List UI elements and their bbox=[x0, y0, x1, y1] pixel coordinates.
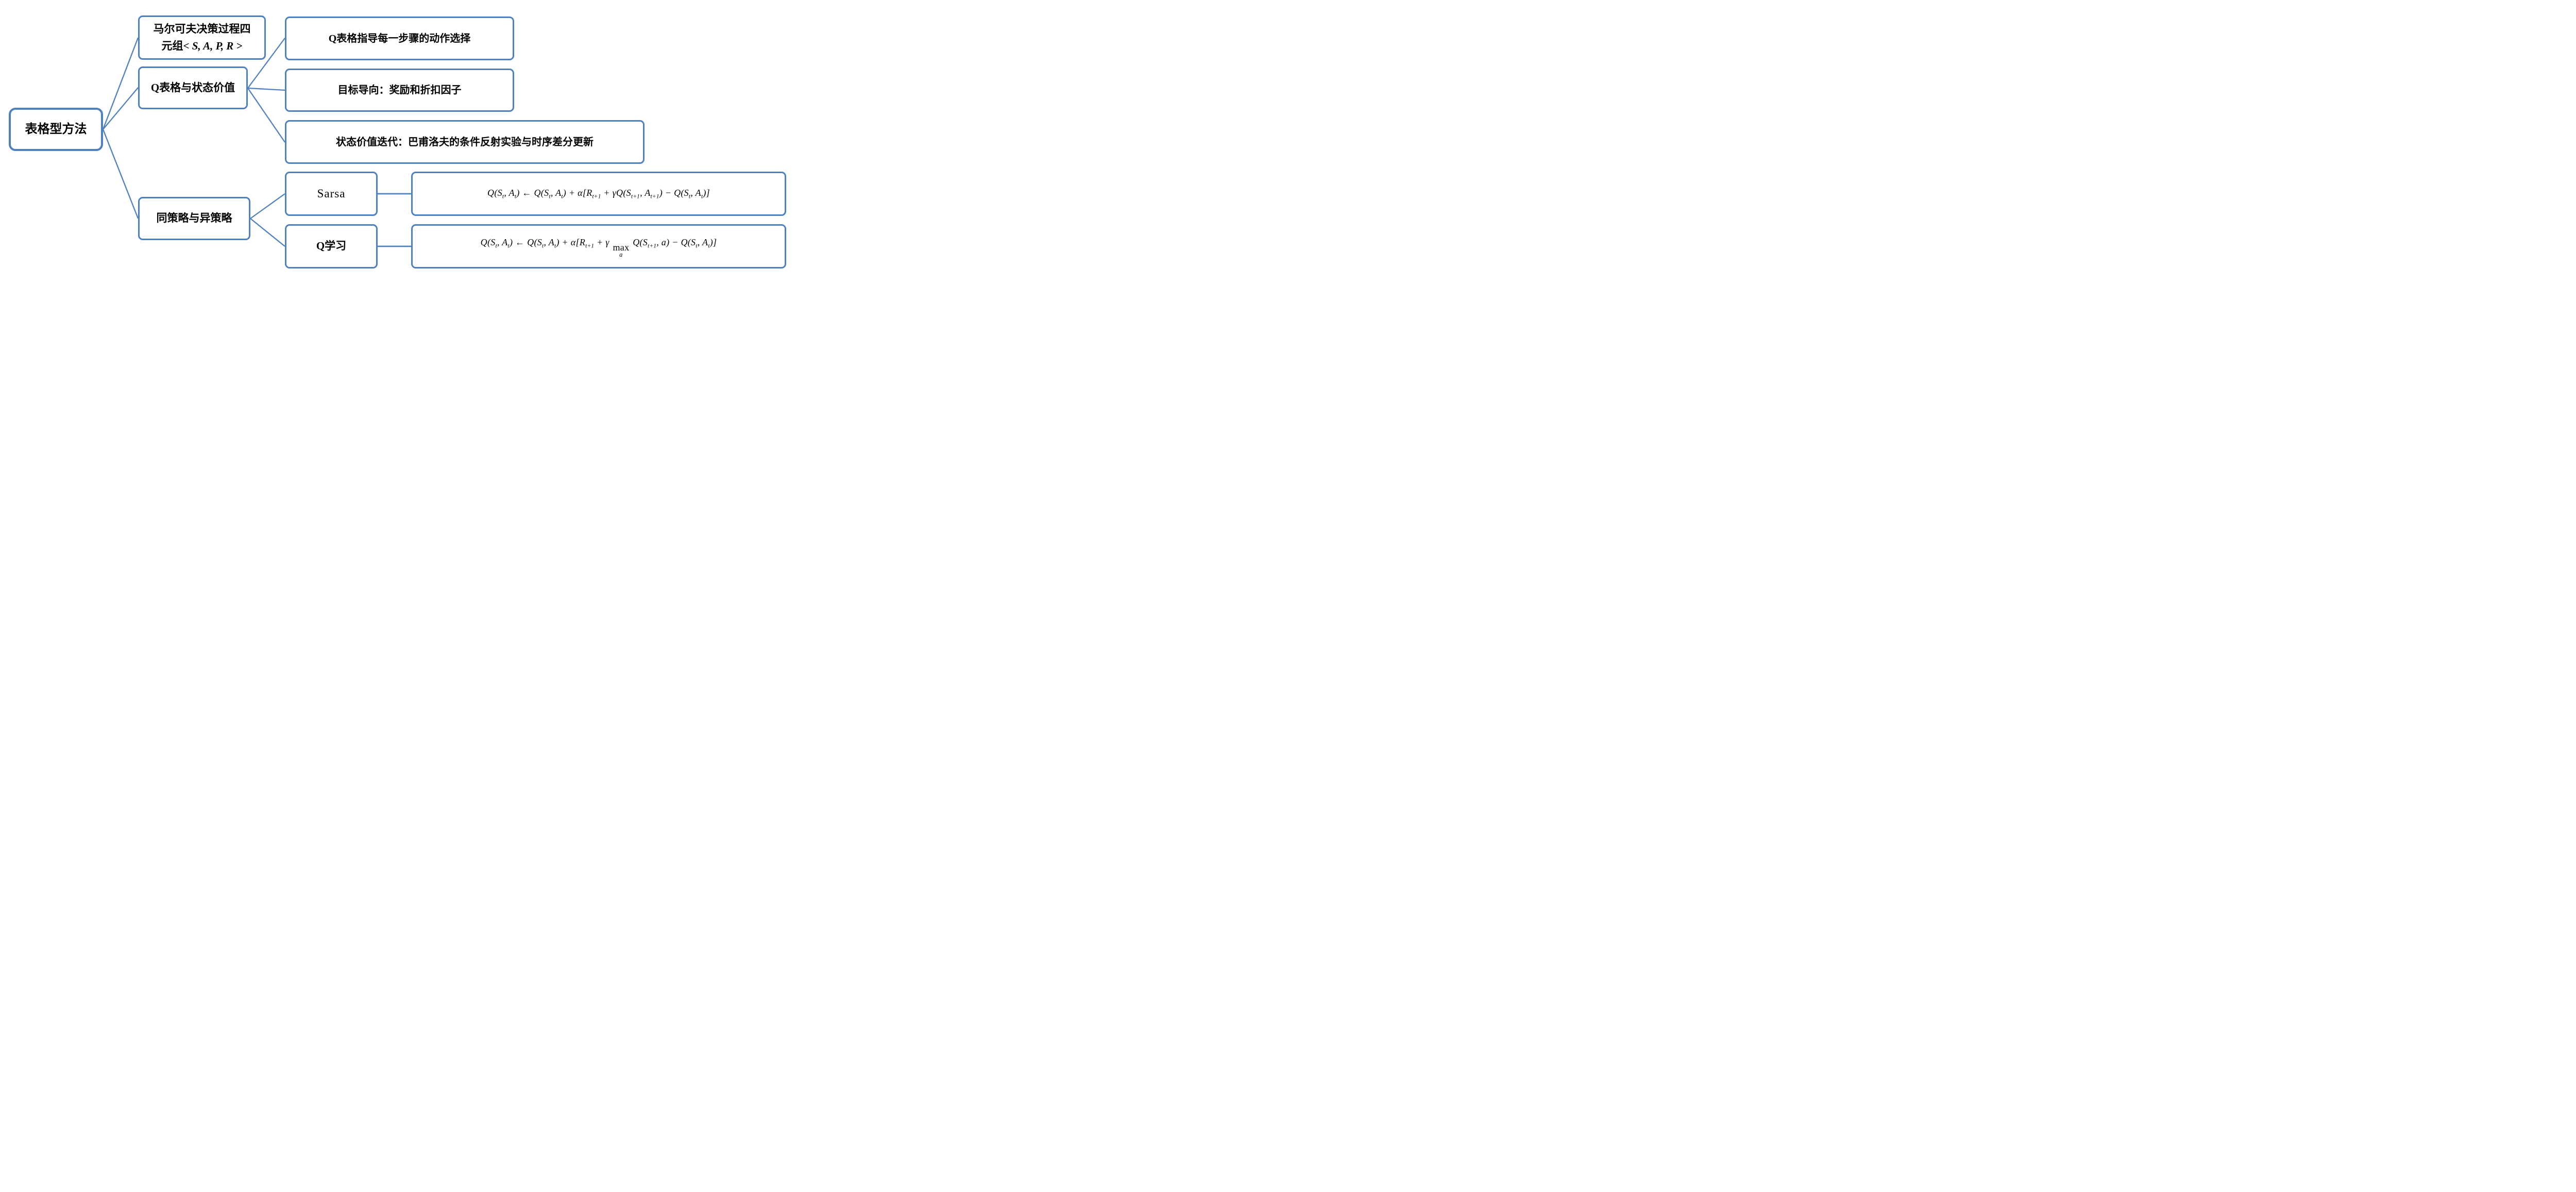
mdp-line1: 马尔可夫决策过程四 bbox=[153, 23, 251, 36]
node-sarsa[interactable]: Sarsa bbox=[285, 172, 378, 216]
node-qtable-action-selection[interactable]: Q表格指导每一步骤的动作选择 bbox=[285, 16, 514, 60]
connector-policy-qlearning bbox=[250, 218, 285, 247]
node-qtable-state-value-label: Q表格与状态价值 bbox=[150, 81, 235, 94]
node-qtable-action-selection-label: Q表格指导每一步骤的动作选择 bbox=[328, 32, 471, 44]
node-mdp-tuple-label: 马尔可夫决策过程四 元组< S, A, P, R > bbox=[154, 21, 251, 54]
node-goal-oriented[interactable]: 目标导向：奖励和折扣因子 bbox=[285, 69, 514, 112]
connector-qtable-goal bbox=[247, 87, 285, 91]
node-sarsa-formula[interactable]: Q(St, At) ← Q(St, At) + α[Rt+1 + γQ(St+1… bbox=[411, 172, 786, 216]
node-state-value-iteration-label: 状态价值迭代：巴甫洛夫的条件反射实验与时序差分更新 bbox=[336, 136, 594, 148]
sarsa-update-equation: Q(St, At) ← Q(St, At) + α[Rt+1 + γQ(St+1… bbox=[487, 188, 710, 200]
node-qlearning-label: Q学习 bbox=[316, 240, 347, 253]
connector-qtable-guide bbox=[247, 38, 285, 89]
connector-qtable-iter bbox=[247, 88, 285, 143]
node-tabular-methods[interactable]: 表格型方法 bbox=[9, 108, 103, 151]
node-mdp-tuple[interactable]: 马尔可夫决策过程四 元组< S, A, P, R > bbox=[138, 15, 266, 60]
connector-root-qtable bbox=[103, 87, 139, 130]
mindmap-canvas: 表格型方法 马尔可夫决策过程四 元组< S, A, P, R > Q表格与状态价… bbox=[0, 0, 805, 298]
node-qlearning[interactable]: Q学习 bbox=[285, 224, 378, 268]
connector-policy-sarsa bbox=[250, 193, 285, 219]
node-sarsa-label: Sarsa bbox=[317, 187, 346, 200]
node-goal-oriented-label: 目标导向：奖励和折扣因子 bbox=[337, 85, 462, 96]
mdp-line2-prefix: 元组 bbox=[161, 40, 183, 52]
node-tabular-methods-label: 表格型方法 bbox=[25, 123, 87, 136]
node-onpolicy-offpolicy-label: 同策略与异策略 bbox=[156, 212, 232, 225]
node-qtable-state-value[interactable]: Q表格与状态价值 bbox=[138, 66, 248, 109]
node-state-value-iteration[interactable]: 状态价值迭代：巴甫洛夫的条件反射实验与时序差分更新 bbox=[285, 120, 645, 164]
mdp-tuple-symbols: < S, A, P, R > bbox=[183, 40, 243, 52]
connector-root-policy bbox=[102, 129, 139, 219]
node-onpolicy-offpolicy[interactable]: 同策略与异策略 bbox=[138, 197, 250, 240]
connector-root-markov bbox=[102, 37, 139, 130]
connector-layer bbox=[102, 37, 411, 247]
